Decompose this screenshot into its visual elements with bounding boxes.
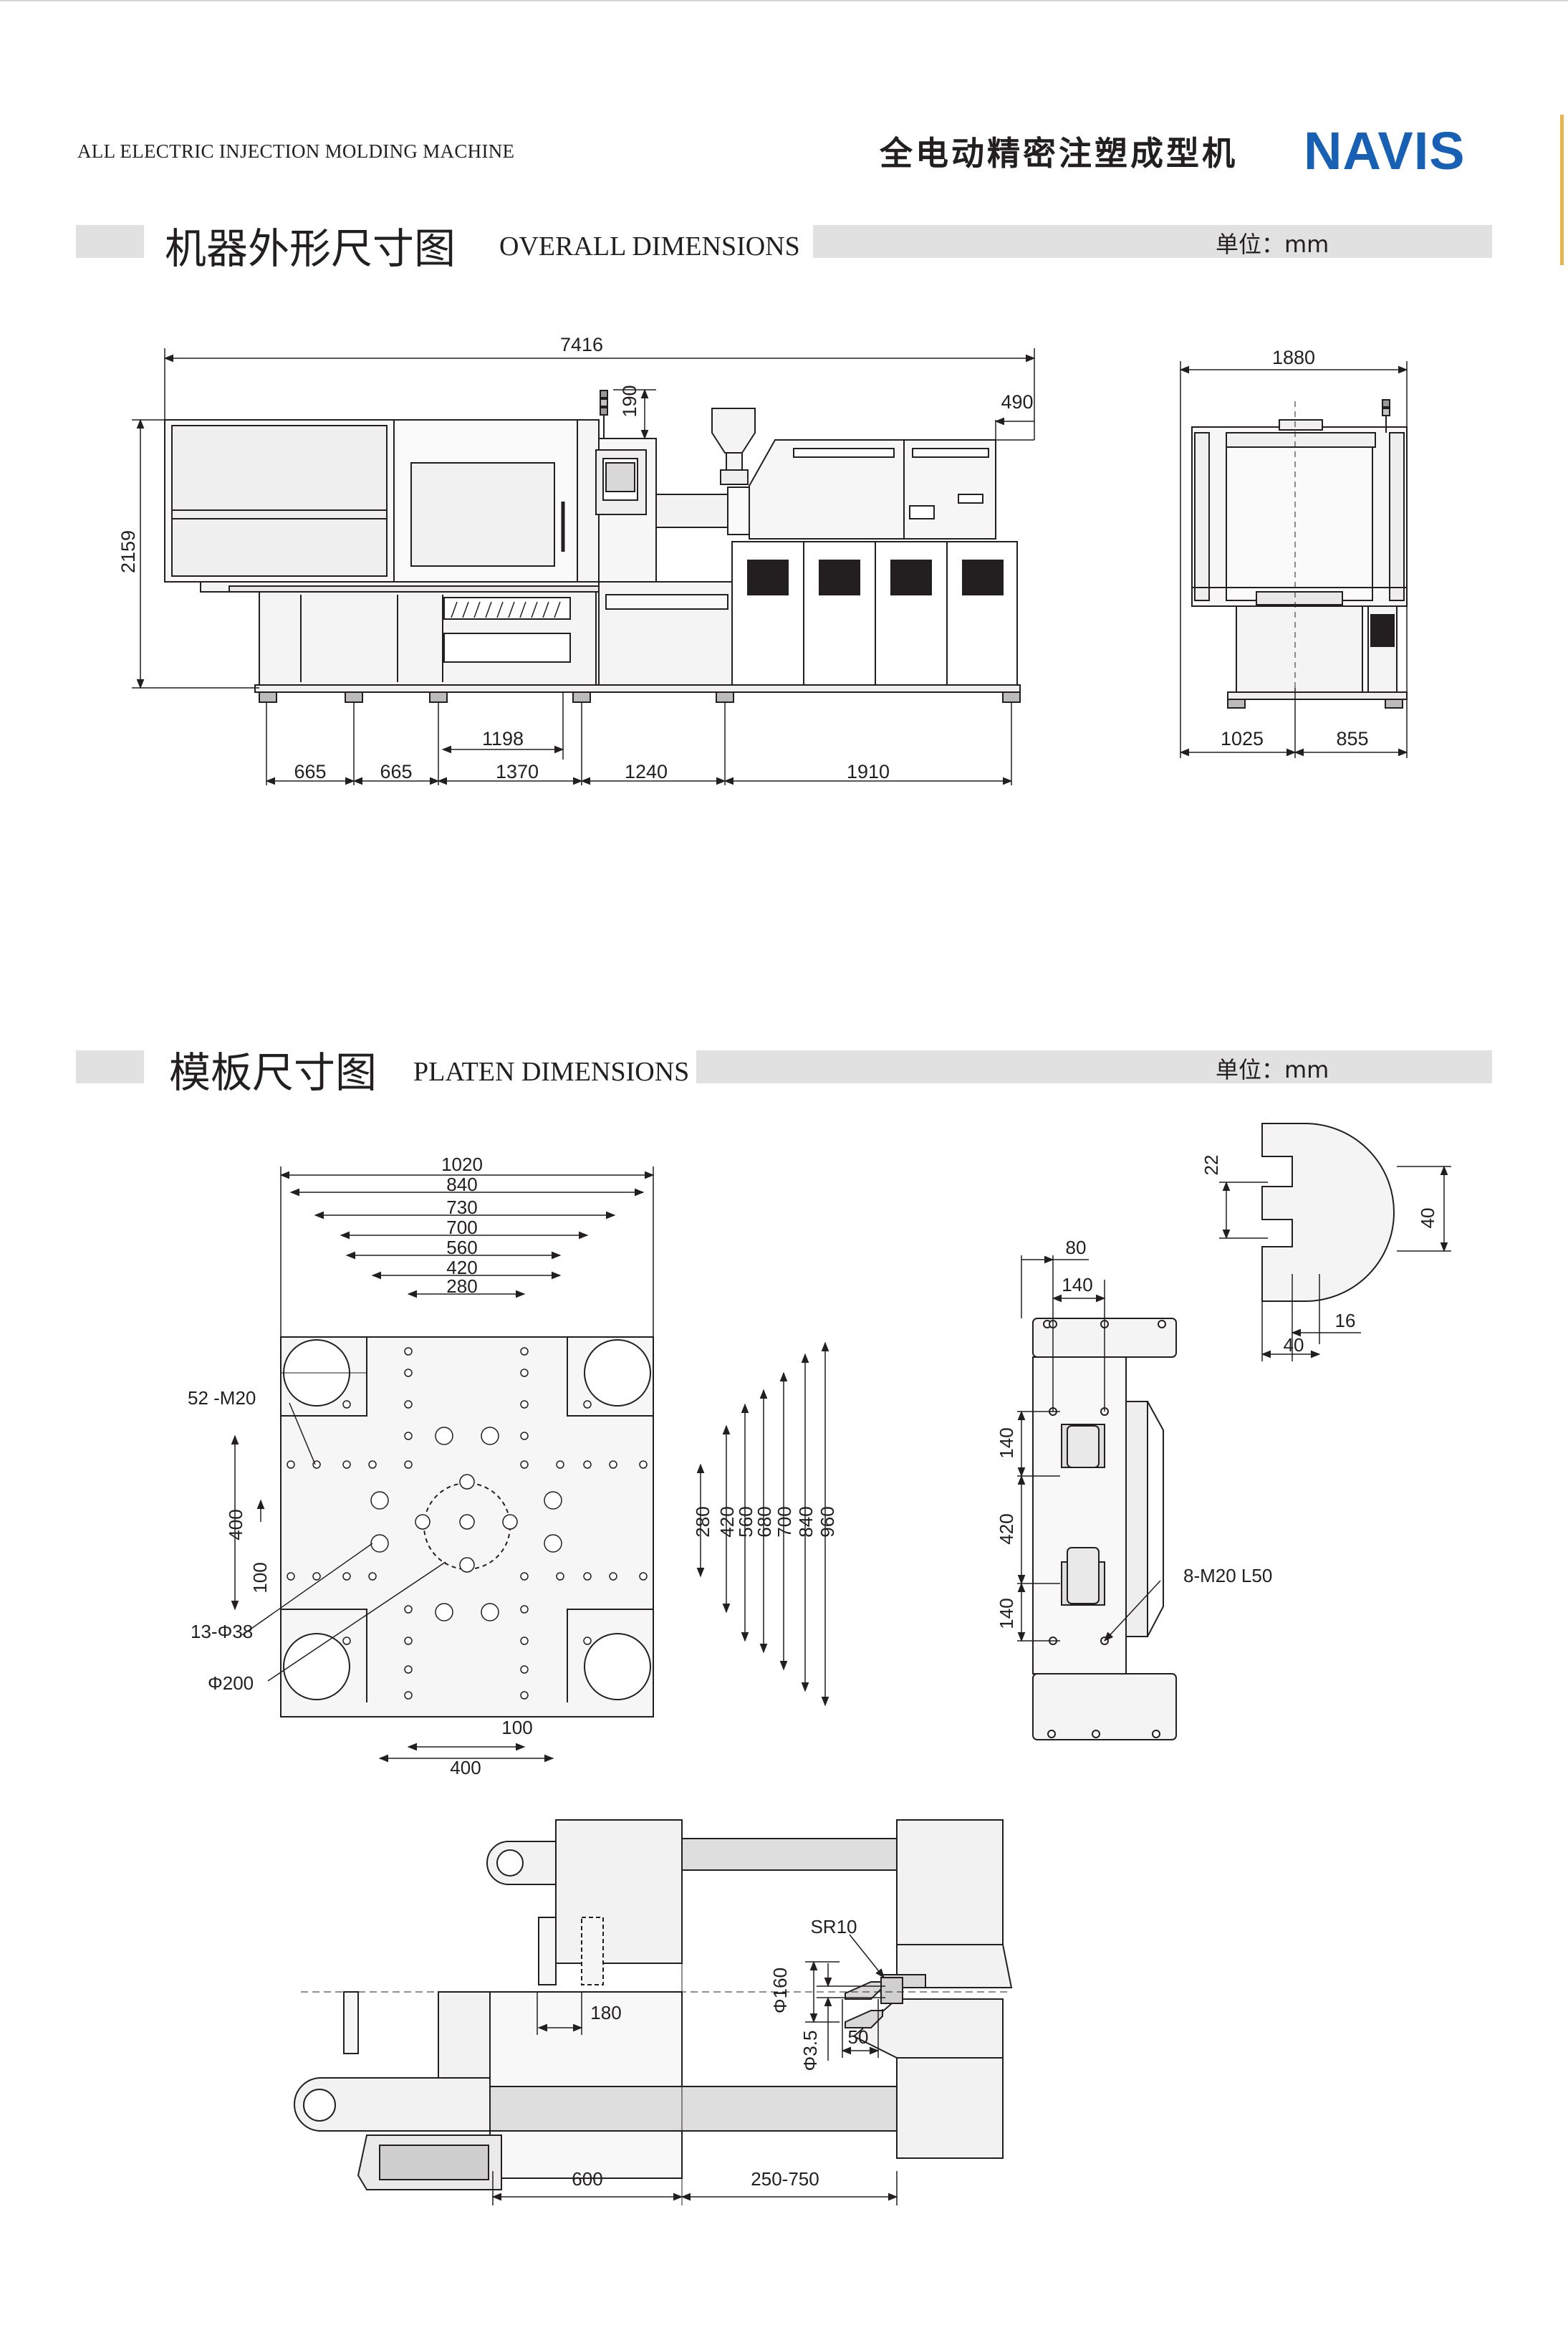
dim-h-700: 700 <box>446 1217 477 1238</box>
label-sr10: SR10 <box>810 1916 857 1937</box>
section1-title-cn: 机器外形尺寸图 <box>165 224 456 273</box>
dim-h-420: 420 <box>446 1257 477 1278</box>
t-slot-dimensions <box>1219 1165 1451 1361</box>
dim-slot-22: 22 <box>1201 1155 1222 1176</box>
t-slot-detail <box>1261 1123 1395 1302</box>
dim-base-3: 1370 <box>496 761 539 782</box>
dim-side-420: 420 <box>996 1513 1017 1544</box>
dim-v-680: 680 <box>754 1506 775 1537</box>
dim-h-1020: 1020 <box>441 1154 483 1175</box>
label-locating-ring: Φ200 <box>208 1672 254 1694</box>
dim-right-offset: 490 <box>1001 391 1033 413</box>
dim-v-280: 280 <box>692 1506 713 1537</box>
label-side-holes: 8-M20 L50 <box>1183 1565 1272 1586</box>
header-chinese-title: 全电动精密注塑成型机 <box>880 134 1238 173</box>
section1-bar-right <box>813 225 1492 258</box>
dim-v-560: 560 <box>735 1506 756 1537</box>
dim-side-left: 1025 <box>1221 728 1264 749</box>
dim-h-840: 840 <box>446 1174 477 1195</box>
section2-bar-right <box>696 1050 1492 1083</box>
dim-base-5: 1910 <box>847 761 890 782</box>
dim-v-420: 420 <box>716 1506 738 1537</box>
label-tapped-holes: 52 -M20 <box>188 1387 256 1409</box>
dim-50: 50 <box>848 2026 869 2048</box>
dim-side-140-top: 140 <box>1062 1274 1092 1295</box>
dim-side-140-a: 140 <box>996 1427 1017 1458</box>
section2-title-en: PLATEN DIMENSIONS <box>413 1057 690 1087</box>
dim-slot-40-h: 40 <box>1284 1334 1304 1356</box>
section1-title-en: OVERALL DIMENSIONS <box>499 231 800 262</box>
dim-height: 2159 <box>117 530 139 573</box>
machine-side-view <box>1191 399 1408 709</box>
dim-h-560: 560 <box>446 1237 477 1258</box>
dim-top-h: 190 <box>619 385 640 417</box>
dim-400-v: 400 <box>225 1509 246 1540</box>
dim-slot-40-v: 40 <box>1417 1208 1438 1229</box>
dim-side-width: 1880 <box>1272 347 1315 368</box>
dim-base-1: 665 <box>294 761 326 782</box>
dim-side-80: 80 <box>1066 1237 1087 1258</box>
dim-h-730: 730 <box>446 1197 477 1218</box>
edge-accent <box>1560 115 1564 265</box>
section2-bar-left <box>76 1050 144 1083</box>
dim-600: 600 <box>572 2168 602 2190</box>
clamp-section-view <box>294 1819 1013 2190</box>
section1-unit: 单位：mm <box>1216 231 1329 258</box>
section2-title-cn: 模板尺寸图 <box>169 1048 377 1097</box>
dim-inner: 1198 <box>482 728 524 749</box>
dim-h-280: 280 <box>446 1275 477 1297</box>
section2-unit: 单位：mm <box>1216 1056 1329 1083</box>
dim-v-700: 700 <box>774 1506 795 1537</box>
section1-bar-left <box>76 225 144 258</box>
machine-front-view <box>164 390 1021 703</box>
platen-side-dimensions <box>1017 1255 1161 1642</box>
section-dimensions <box>301 1820 1010 2205</box>
dim-side-right: 855 <box>1336 728 1368 749</box>
dim-v-840: 840 <box>795 1506 817 1537</box>
dim-base-4: 1240 <box>625 761 668 782</box>
side-view-dimensions <box>1179 361 1408 758</box>
dim-180: 180 <box>590 2002 621 2023</box>
dim-base-2: 665 <box>380 761 412 782</box>
navis-logo: NAVIS <box>1304 121 1466 181</box>
dim-phi3-5: Φ3.5 <box>799 2031 821 2071</box>
dim-100-v: 100 <box>249 1562 271 1593</box>
dim-stroke: 250-750 <box>751 2168 819 2190</box>
dim-100-h: 100 <box>501 1717 532 1738</box>
label-through-holes: 13-Φ38 <box>191 1621 253 1642</box>
dim-v-960: 960 <box>817 1506 838 1537</box>
dim-phi160: Φ160 <box>769 1968 791 2013</box>
platen-side-view <box>1032 1318 1177 1740</box>
header-english-title: ALL ELECTRIC INJECTION MOLDING MACHINE <box>77 140 515 162</box>
front-view-dimensions <box>132 348 1036 785</box>
dim-400-h: 400 <box>450 1757 481 1778</box>
dim-total-length: 7416 <box>560 334 603 355</box>
platen-holes <box>287 1347 648 1700</box>
dim-side-140-b: 140 <box>996 1598 1017 1629</box>
top-rule <box>0 0 1568 1</box>
dim-slot-16: 16 <box>1335 1310 1356 1331</box>
platen-dimensions <box>231 1166 829 1763</box>
